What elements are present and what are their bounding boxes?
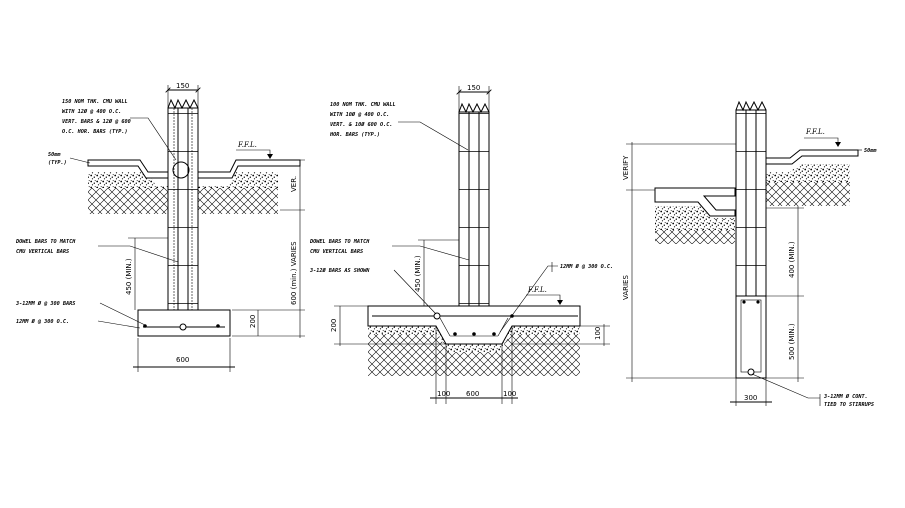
step-depth-label: 100 [594,327,602,340]
svg-text:VERT. & 10Ø 600 O.C.: VERT. & 10Ø 600 O.C. [330,121,392,128]
cmu-wall [735,109,767,297]
gravel-right [766,164,850,182]
note-line: O.C. HOR. BARS (TYP.) [62,129,128,135]
ffl-label: F.F.L. [805,128,825,136]
svg-text:3-12MM Ø CONT.: 3-12MM Ø CONT. [823,393,868,400]
svg-text:100 NOM THK. CMU WALL: 100 NOM THK. CMU WALL [330,102,396,108]
varies-label: 600 (min.) VARIES [290,241,298,305]
svg-text:WITH 12Ø @ 400 O.C.: WITH 12Ø @ 400 O.C. [62,108,121,115]
dowel-note: CMU VERTICAL BARS [310,249,363,255]
svg-text:DOWEL BARS TO MATCH: DOWEL BARS TO MATCH [309,239,370,245]
dim-left: 100 [437,390,450,398]
svg-text:HOR. BARS (TYP.): HOR. BARS (TYP.) [329,132,380,138]
svg-text:CMU VERTICAL BARS: CMU VERTICAL BARS [16,249,69,255]
slab-right [765,149,859,165]
cmu-wall [167,107,199,311]
slab-depth-label: 200 [330,319,338,332]
slab-thickness-label: 50mm [48,152,61,158]
note-line: WITH 12Ø @ 400 O.C. [62,108,121,115]
dim-wall-width: 150 [176,82,189,90]
gravel-left [655,206,735,230]
svg-text:TIED TO STIRRUPS: TIED TO STIRRUPS [824,402,874,408]
dowel-note: DOWEL BARS TO MATCH [309,239,370,245]
note-line: HOR. BARS (TYP.) [329,132,380,138]
cmu-wall [458,111,490,307]
verify-label: VERIFY [622,155,630,180]
detail-3-grade-beam-section: F.F.L. 50mm VERIFY VARIES 400 (MIN.) 500… [622,100,877,408]
slab-left [654,187,736,217]
dowel-note: CMU VERTICAL BARS [16,249,69,255]
bars-note: 3-12MM Ø CONT. [823,393,868,400]
dowel-length: 450 (MIN.) [125,258,133,295]
stirrup-note: 12MM Ø @ 300 O.C. [16,318,69,325]
grade-beam [735,295,767,379]
stirrup-note: 12MM Ø @ 300 O.C. [560,263,613,270]
ver-label: VER. [290,176,298,192]
dowel-note: DOWEL BARS TO MATCH [15,239,76,245]
note-line: VERT. & 10Ø 600 O.C. [330,121,392,128]
gravel-layer [368,326,580,352]
cont-bars-note: 3-12Ø BARS AS SHOWN [309,267,370,274]
svg-text:CMU VERTICAL BARS: CMU VERTICAL BARS [310,249,363,255]
svg-text:O.C. HOR. BARS (TYP.): O.C. HOR. BARS (TYP.) [62,129,128,135]
detail-1-footing-section: 150 150 NOM THK. CMU WALL WITH 12Ø @ 400… [15,82,305,372]
footing [137,309,231,337]
svg-text:WITH 10Ø @ 400 O.C.: WITH 10Ø @ 400 O.C. [330,111,389,118]
note-line: 150 NOM THK. CMU WALL [62,99,128,105]
conduit-marker [172,161,190,179]
soil-hatch [368,332,580,376]
soil-hatch-right [766,180,850,206]
footing-width-label: 300 [744,394,757,402]
slab-thickness-label: 50mm [864,148,877,154]
varies-label: VARIES [622,275,630,300]
svg-text:150 NOM THK. CMU WALL: 150 NOM THK. CMU WALL [62,99,128,105]
dowel-length: 450 (MIN.) [414,255,422,292]
typ-label: (TYP.) [48,160,67,166]
svg-text:DOWEL BARS TO MATCH: DOWEL BARS TO MATCH [15,239,76,245]
note-line: VERT. BARS & 12Ø @ 600 [62,118,131,125]
svg-text:VERT. BARS & 12Ø @ 600: VERT. BARS & 12Ø @ 600 [62,118,131,125]
detail-2-thickened-slab-section: 150 100 NOM THK. CMU WALL WITH 10Ø @ 400… [309,84,613,404]
note-line: WITH 10Ø @ 400 O.C. [330,111,389,118]
footing-width-label: 600 [176,356,189,364]
bars-note: 3-12MM Ø @ 300 BARS [15,300,75,307]
dim-500-label: 500 (MIN.) [788,323,796,360]
ffl-label: F.F.L. [237,141,257,149]
dim-wall-width: 150 [467,84,480,92]
dim-center: 600 [466,390,479,398]
footing-depth-label: 200 [249,315,257,328]
gravel-layer [88,172,278,188]
bars-note: TIED TO STIRRUPS [824,402,874,408]
ffl-label: F.F.L. [527,286,547,294]
note-line: 100 NOM THK. CMU WALL [330,102,396,108]
dim-right: 100 [503,390,516,398]
dim-400-label: 400 (MIN.) [788,241,796,278]
